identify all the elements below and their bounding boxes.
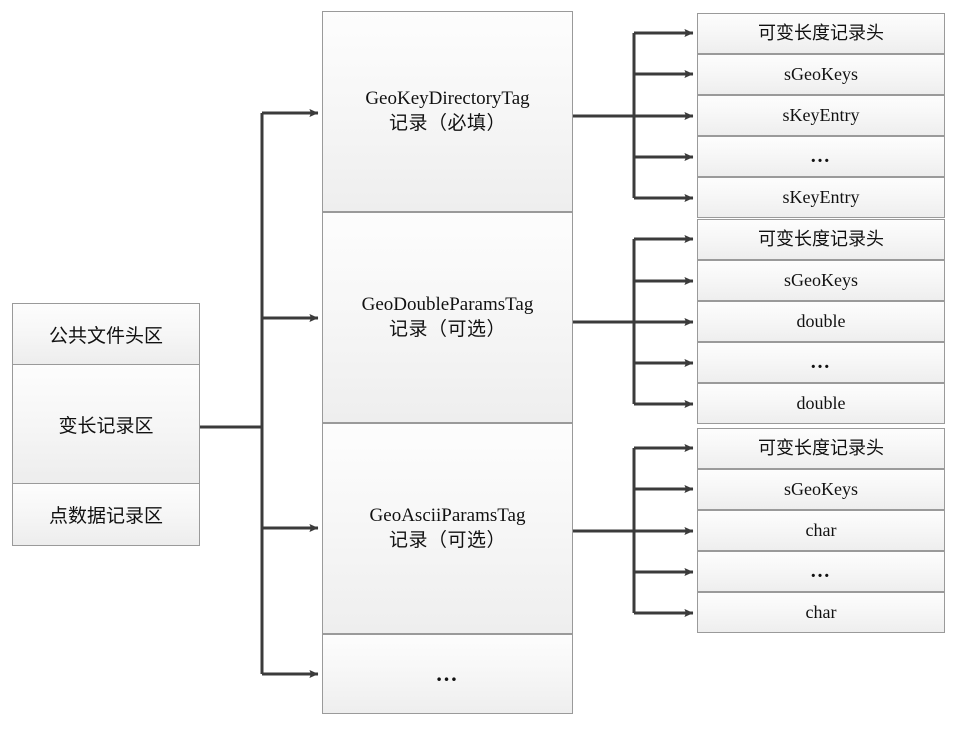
- right-row-vlr-header[interactable]: 可变长度记录头: [697, 428, 945, 469]
- right-row-label: …: [810, 350, 832, 373]
- right-row-sgeokeys[interactable]: sGeoKeys: [697, 54, 945, 95]
- middle-box-more-ellipsis[interactable]: …: [322, 634, 573, 714]
- right-row-char-first[interactable]: char: [697, 510, 945, 551]
- right-row-label: sKeyEntry: [782, 186, 860, 207]
- left-cell-label: 点数据记录区: [48, 506, 163, 527]
- right-row-label: double: [796, 392, 846, 413]
- left-cell-label: 公共文件头区: [48, 325, 163, 347]
- connector-middle2-to-group2: [573, 235, 694, 408]
- middle-box-subtitle: 记录（必填）: [388, 112, 506, 134]
- right-row-skeyentry-first[interactable]: sKeyEntry: [697, 95, 945, 136]
- right-row-label: sKeyEntry: [782, 104, 860, 125]
- las-file-structure-stack: 公共文件头区 变长记录区 点数据记录区: [12, 303, 200, 546]
- connector-middle1-to-group1: [573, 29, 694, 202]
- left-cell-public-header[interactable]: 公共文件头区: [13, 304, 199, 365]
- right-row-sgeokeys[interactable]: sGeoKeys: [697, 469, 945, 510]
- middle-box-geodoubleparamstag[interactable]: GeoDoubleParamsTag 记录（可选）: [322, 212, 573, 423]
- right-row-label: char: [805, 601, 837, 622]
- middle-box-title: …: [435, 660, 460, 686]
- right-row-label: 可变长度记录头: [758, 228, 884, 249]
- middle-box-title: GeoAsciiParamsTag: [369, 505, 526, 527]
- right-row-sgeokeys[interactable]: sGeoKeys: [697, 260, 945, 301]
- left-cell-variable-length-records[interactable]: 变长记录区: [13, 365, 199, 484]
- right-row-char-last[interactable]: char: [697, 592, 945, 633]
- right-row-skeyentry-last[interactable]: sKeyEntry: [697, 177, 945, 218]
- connector-left-to-middle: [200, 109, 319, 678]
- right-row-label: …: [810, 144, 832, 167]
- right-row-vlr-header[interactable]: 可变长度记录头: [697, 13, 945, 54]
- right-row-ellipsis[interactable]: …: [697, 136, 945, 177]
- middle-box-geoasciiparamstag[interactable]: GeoAsciiParamsTag 记录（可选）: [322, 423, 573, 634]
- right-row-ellipsis[interactable]: …: [697, 342, 945, 383]
- left-cell-point-data-records[interactable]: 点数据记录区: [13, 484, 199, 545]
- right-row-ellipsis[interactable]: …: [697, 551, 945, 592]
- right-row-label: sGeoKeys: [784, 269, 858, 290]
- right-row-label: char: [805, 519, 837, 540]
- left-cell-label: 变长记录区: [58, 415, 154, 437]
- right-row-label: double: [796, 310, 846, 331]
- middle-box-subtitle: 记录（可选）: [388, 529, 506, 551]
- middle-box-title: GeoKeyDirectoryTag: [365, 88, 530, 110]
- right-row-vlr-header[interactable]: 可变长度记录头: [697, 219, 945, 260]
- right-row-label: …: [810, 559, 832, 582]
- connector-middle3-to-group3: [573, 444, 694, 617]
- middle-box-title: GeoDoubleParamsTag: [361, 294, 534, 316]
- middle-box-geokeydirectorytag[interactable]: GeoKeyDirectoryTag 记录（必填）: [322, 11, 573, 212]
- right-row-label: sGeoKeys: [784, 63, 858, 84]
- right-row-label: 可变长度记录头: [758, 22, 884, 43]
- middle-box-subtitle: 记录（可选）: [388, 318, 506, 340]
- right-row-label: sGeoKeys: [784, 478, 858, 499]
- right-row-double-first[interactable]: double: [697, 301, 945, 342]
- right-row-double-last[interactable]: double: [697, 383, 945, 424]
- right-row-label: 可变长度记录头: [758, 437, 884, 458]
